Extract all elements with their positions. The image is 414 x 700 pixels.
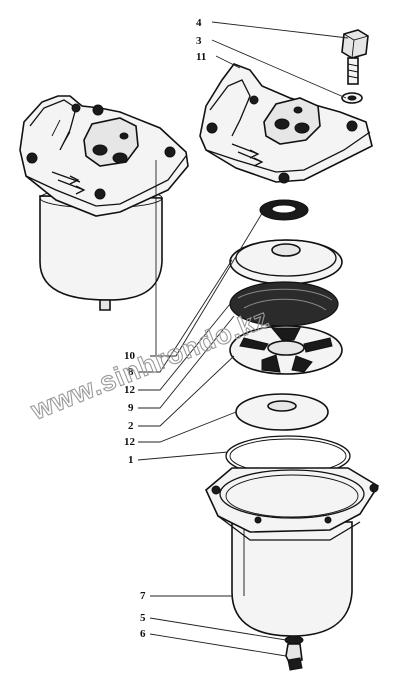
callout-12-upper: 12 (124, 384, 136, 396)
seal-ring (259, 199, 309, 221)
callout-5: 5 (140, 612, 146, 624)
callout-6: 6 (140, 628, 146, 640)
upper-lid (199, 63, 373, 184)
watermark: www.sinhrondo.kz (26, 303, 273, 426)
bolt (341, 29, 369, 85)
callout-8: 8 (128, 366, 134, 378)
callout-7: 7 (140, 590, 146, 602)
callout-4: 4 (196, 17, 202, 29)
support-disc (229, 325, 343, 375)
callout-9: 9 (128, 402, 134, 414)
callout-3: 3 (196, 35, 202, 47)
callout-1: 1 (128, 454, 134, 466)
filter-bowl (205, 467, 380, 637)
callout-11: 11 (196, 51, 206, 63)
callout-2: 2 (128, 420, 134, 432)
assembled-filter (19, 95, 189, 311)
filter-cover (229, 239, 343, 285)
callout-10: 10 (124, 350, 136, 362)
callouts: 4 3 11 10 8 12 9 2 12 1 7 5 6 (124, 17, 206, 640)
drain-plug (284, 635, 304, 671)
callout-12-lower: 12 (124, 436, 136, 448)
lower-disc (235, 393, 329, 431)
leader-lines (137, 21, 349, 657)
